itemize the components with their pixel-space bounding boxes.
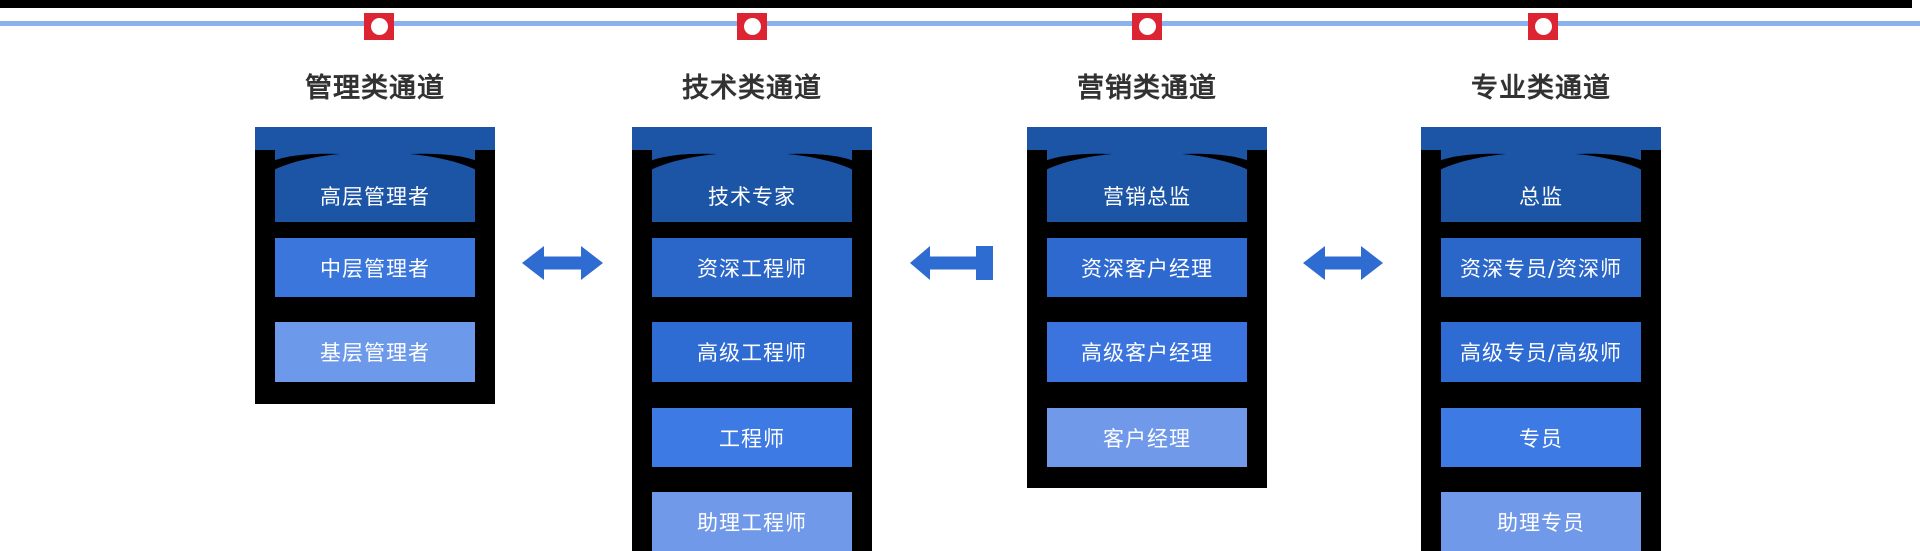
marker-dot-icon — [1534, 18, 1552, 35]
ladder-rail-right — [1247, 150, 1267, 488]
level-label: 资深工程师 — [697, 256, 807, 281]
level-label: 高级工程师 — [697, 341, 807, 365]
level-box: 高级专员/高级师 — [1441, 322, 1641, 382]
level-box: 技术专家 — [652, 170, 852, 222]
level-box: 资深客户经理 — [1047, 238, 1247, 297]
marker-dot-icon — [743, 18, 761, 35]
level-label: 中层管理者 — [320, 256, 430, 281]
level-box: 高级客户经理 — [1047, 322, 1247, 382]
channel-title: 营销类通道 — [1077, 73, 1217, 104]
level-label: 助理专员 — [1497, 510, 1585, 535]
ladder-cap — [1421, 127, 1661, 173]
level-box: 工程师 — [652, 408, 852, 467]
timeline-line — [0, 21, 1920, 26]
level-box: 客户经理 — [1047, 408, 1247, 467]
marker-dot-icon — [370, 18, 388, 35]
timeline-marker — [1528, 13, 1558, 40]
level-box: 营销总监 — [1047, 170, 1247, 222]
marker-dot-icon — [1138, 18, 1156, 35]
ladder-rail-right — [1641, 150, 1661, 551]
level-box: 高级工程师 — [652, 322, 852, 382]
level-box: 高层管理者 — [275, 170, 475, 222]
level-box: 助理专员 — [1441, 492, 1641, 551]
level-label: 资深专员/资深师 — [1459, 256, 1623, 281]
ladder-cap — [632, 127, 872, 173]
level-label: 专员 — [1519, 426, 1563, 451]
timeline-marker — [737, 13, 767, 40]
ladder-frame: 技术专家资深工程师高级工程师工程师助理工程师 — [632, 127, 872, 551]
top-black-bar — [0, 0, 1912, 8]
ladder-rail-left — [632, 150, 652, 551]
level-box: 基层管理者 — [275, 322, 475, 382]
level-label: 资深客户经理 — [1081, 256, 1213, 281]
level-label: 工程师 — [719, 426, 785, 451]
level-label: 助理工程师 — [697, 510, 807, 535]
level-box: 总监 — [1441, 170, 1641, 222]
level-label: 高层管理者 — [320, 185, 430, 209]
timeline-marker — [364, 13, 394, 40]
level-label: 技术专家 — [708, 185, 796, 209]
channel-title: 管理类通道 — [305, 73, 445, 104]
level-label: 高级客户经理 — [1081, 341, 1213, 365]
level-label: 客户经理 — [1103, 426, 1191, 451]
ladder-rail-right — [852, 150, 872, 551]
ladder-frame: 营销总监资深客户经理高级客户经理客户经理 — [1027, 127, 1267, 488]
ladder-cap — [1027, 127, 1267, 173]
ladder-frame: 总监资深专员/资深师高级专员/高级师专员助理专员 — [1421, 127, 1661, 551]
ladder-frame: 高层管理者中层管理者基层管理者 — [255, 127, 495, 404]
double-arrow-icon — [522, 246, 603, 280]
ladder-rail-left — [1421, 150, 1441, 551]
ladder-rail-left — [1027, 150, 1047, 488]
level-box: 助理工程师 — [652, 492, 852, 551]
level-label: 总监 — [1519, 185, 1563, 209]
ladder-rail-left — [255, 150, 275, 404]
timeline-marker — [1132, 13, 1162, 40]
level-label: 高级专员/高级师 — [1459, 341, 1623, 365]
level-box: 专员 — [1441, 408, 1641, 467]
channel-title: 专业类通道 — [1471, 73, 1611, 104]
level-label: 营销总监 — [1103, 185, 1191, 209]
ladder-rail-right — [475, 150, 495, 404]
level-box: 资深专员/资深师 — [1441, 238, 1641, 297]
channel-title: 技术类通道 — [682, 73, 822, 104]
left-arrow-icon — [910, 246, 993, 280]
level-box: 资深工程师 — [652, 238, 852, 297]
double-arrow-icon — [1303, 246, 1383, 280]
level-label: 基层管理者 — [320, 341, 430, 365]
ladder-cap — [255, 127, 495, 173]
level-box: 中层管理者 — [275, 238, 475, 297]
